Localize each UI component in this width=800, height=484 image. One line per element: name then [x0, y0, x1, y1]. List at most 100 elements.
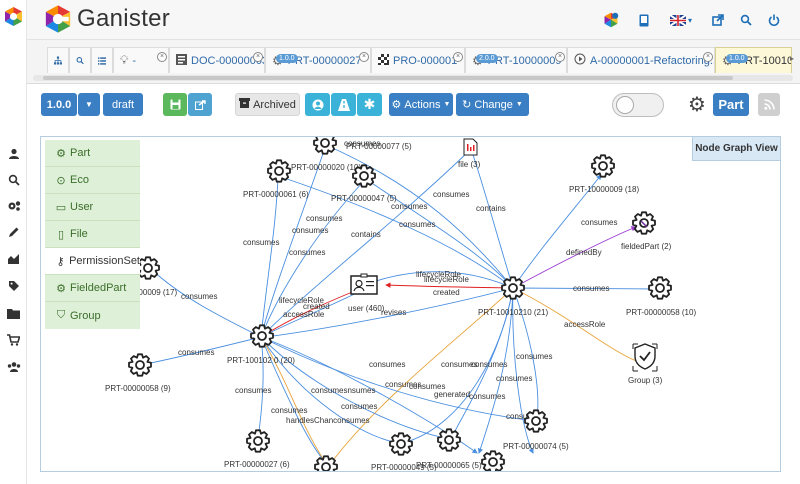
graph-node[interactable] [352, 164, 376, 188]
graph-node[interactable] [524, 409, 548, 433]
graph-node[interactable] [591, 154, 615, 178]
graph-node[interactable] [246, 429, 270, 453]
legend-item-file[interactable]: ▯File [45, 221, 140, 248]
search-icon[interactable] [5, 173, 22, 187]
graph-node[interactable] [313, 137, 337, 155]
graph-nodes[interactable]: PRT-00000077 (5) file (3) PRT-00000020 (… [105, 137, 696, 472]
graph-node[interactable] [648, 276, 672, 300]
graph-node[interactable] [389, 432, 413, 456]
svg-text:created: created [433, 288, 460, 297]
left-rail [0, 0, 27, 484]
folder-icon[interactable] [5, 306, 22, 320]
node-graph-panel[interactable]: consumes consumes consumes consumes cont… [40, 136, 781, 472]
user-node-icon[interactable] [350, 273, 378, 295]
tab-item-5[interactable]: A-00000001-Refactoring... × [567, 47, 715, 73]
team-icon[interactable] [5, 360, 22, 374]
graph-node[interactable] [250, 324, 274, 348]
group-node-icon[interactable] [632, 343, 658, 372]
actions-dropdown-button[interactable]: ⚙ Actions ▼ [389, 93, 453, 116]
share-button[interactable] [188, 93, 212, 116]
node-label: PRT-00000049 (5) [371, 463, 437, 472]
node-label: PRT-00000077 (5) [346, 142, 412, 151]
toolbar: 1.0.0 ▼ draft Archived ✱ ⚙ Actions ▼ ↻ C… [27, 84, 800, 126]
save-button[interactable] [163, 93, 187, 116]
node-label: file (3) [458, 160, 481, 169]
legend-item-fieldedpart[interactable]: ⚙FieldedPart [45, 275, 140, 302]
scroll-right-icon[interactable]: ▸ [790, 54, 795, 63]
archived-button[interactable]: Archived [235, 93, 300, 116]
language-flag-icon[interactable]: ▾ [668, 12, 694, 28]
legend-item-group[interactable]: ⛉Group [45, 302, 140, 329]
tab-strip: 💡︎ - × DOC-00000003 × 1.0.0 ⚙ PRT-000000… [27, 40, 800, 84]
node-label: fieldedPart (2) [621, 242, 672, 251]
close-tab-icon[interactable]: × [453, 52, 463, 62]
svg-text:consumes: consumes [181, 292, 217, 301]
user-info-button[interactable] [305, 93, 330, 116]
legend-item-user[interactable]: ▭User [45, 194, 140, 221]
ganister-notification-icon[interactable] [603, 12, 619, 28]
svg-text:consumes: consumes [235, 386, 271, 395]
graph-node[interactable] [481, 450, 505, 472]
tag-icon[interactable] [5, 279, 22, 293]
refresh-icon: ↻ [462, 99, 472, 111]
graph-node[interactable] [267, 159, 291, 183]
asterisk-button[interactable]: ✱ [357, 93, 382, 116]
node-type-legend: ⚙Part ⊙Eco ▭User ▯File ⚷PermissionSet ⚙F… [45, 140, 140, 332]
legend-item-part[interactable]: ⚙Part [45, 140, 140, 167]
tab-graph[interactable] [47, 47, 69, 73]
tab-item-0[interactable]: 💡︎ - × [113, 47, 169, 73]
close-tab-icon[interactable]: × [555, 52, 565, 62]
svg-text:consumes: consumes [506, 412, 542, 421]
lightbulb-icon: 💡︎ [120, 53, 129, 67]
tab-list[interactable] [91, 47, 113, 73]
version-dropdown-button[interactable]: ▼ [78, 93, 100, 116]
graph-node[interactable] [501, 276, 525, 300]
brand[interactable]: Ganister [43, 4, 170, 34]
close-tab-icon[interactable]: × [157, 52, 167, 62]
chart-icon[interactable] [5, 252, 22, 266]
tab-item-4[interactable]: 2.0.0 ⚙ PRT-10000009 × [465, 47, 567, 73]
status-button[interactable]: draft [103, 93, 143, 116]
close-tab-icon[interactable]: × [703, 52, 713, 62]
settings-icon[interactable] [5, 199, 22, 213]
archive-icon [239, 98, 251, 111]
version-button[interactable]: 1.0.0 [41, 93, 77, 116]
part-type-button[interactable]: Part [713, 93, 749, 116]
ganister-logo-icon[interactable] [3, 6, 24, 30]
graph-node[interactable] [128, 353, 152, 377]
view-toggle[interactable] [612, 93, 664, 117]
legend-item-eco[interactable]: ⊙Eco [45, 167, 140, 194]
warning-button[interactable] [331, 93, 356, 116]
close-tab-icon[interactable]: × [359, 52, 369, 62]
tab-search[interactable] [69, 47, 91, 73]
cart-icon[interactable] [5, 333, 22, 347]
tab-scrollbar[interactable] [33, 75, 793, 81]
node-label: PRT-00000027 (6) [224, 460, 290, 469]
change-dropdown-button[interactable]: ↻ Change ▼ [456, 93, 529, 116]
tab-item-6-active[interactable]: 1.0.0 ⚙ PRT-100102 [715, 47, 792, 73]
legend-item-permissionset[interactable]: ⚷PermissionSet [45, 248, 140, 275]
svg-text:handlesChanconsumes: handlesChanconsumes [286, 416, 370, 425]
search-icon[interactable] [740, 12, 752, 28]
power-icon[interactable] [768, 12, 780, 28]
users-icon[interactable] [5, 147, 22, 161]
toggle-knob [616, 96, 634, 114]
close-tab-icon[interactable]: × [253, 52, 263, 62]
file-node-icon[interactable] [463, 138, 478, 156]
tablet-icon[interactable] [638, 12, 650, 28]
graph-node[interactable] [314, 455, 338, 472]
graph-node[interactable] [437, 428, 461, 452]
tab-item-3[interactable]: PRO-000001- × [371, 47, 465, 73]
caret-down-icon: ▼ [443, 101, 451, 108]
tab-item-1[interactable]: DOC-00000003 × [169, 47, 265, 73]
fielded-part-node-icon[interactable] [632, 211, 656, 235]
edit-icon[interactable] [5, 225, 22, 239]
rss-button[interactable] [758, 93, 780, 116]
tab-item-2[interactable]: 1.0.0 ⚙ PRT-00000027 × [265, 47, 371, 73]
external-link-icon[interactable] [712, 12, 724, 28]
tab-scrollbar-thumb[interactable] [43, 76, 733, 80]
rss-icon [763, 99, 775, 110]
graph-node[interactable] [136, 256, 160, 280]
gear-icon[interactable]: ⚙ [688, 94, 706, 116]
node-graph[interactable]: consumes consumes consumes consumes cont… [41, 137, 781, 472]
